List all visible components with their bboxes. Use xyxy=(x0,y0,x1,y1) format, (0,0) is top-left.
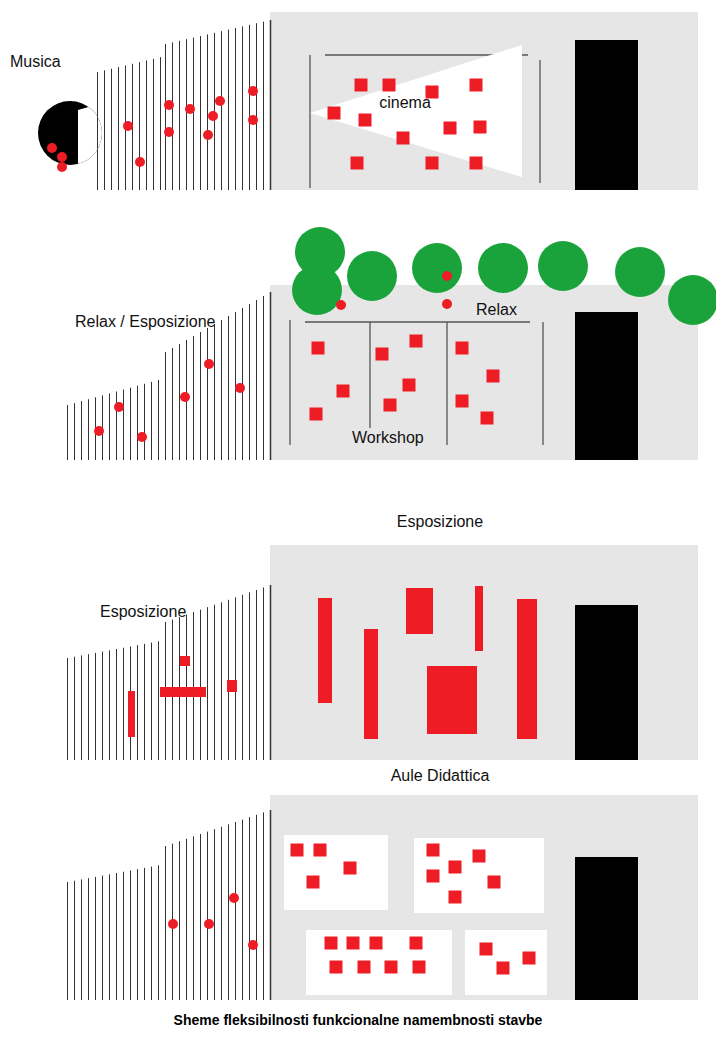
trees xyxy=(292,227,716,325)
service-core xyxy=(575,605,638,760)
service-core xyxy=(575,40,638,190)
function-label: Esposizione xyxy=(98,602,188,621)
function-label: cinema xyxy=(379,93,431,112)
function-label: Musica xyxy=(10,52,61,71)
ramp-lines xyxy=(68,292,271,460)
cinema-projection: cinema xyxy=(310,45,525,177)
panels xyxy=(68,12,699,1000)
building-floor xyxy=(270,12,698,190)
function-label: Aule Didattica xyxy=(389,766,492,785)
service-core xyxy=(575,312,638,460)
building-floor xyxy=(270,285,698,460)
function-label: Esposizione xyxy=(395,512,485,531)
figure-caption: Sheme fleksibilnosti funkcionalne namemb… xyxy=(172,1011,545,1030)
service-core xyxy=(575,857,638,1000)
function-label: Relax xyxy=(474,300,519,319)
classrooms xyxy=(284,835,547,995)
building-floor xyxy=(270,545,698,760)
ramp-lines xyxy=(68,810,271,1000)
music-stage: Musica xyxy=(8,50,112,175)
red-blocks xyxy=(128,335,537,975)
function-label: Relax / Esposizione xyxy=(73,312,218,331)
building-floor xyxy=(270,795,698,1000)
ramp-lines xyxy=(98,20,271,190)
ramp-lines xyxy=(68,585,271,760)
function-label: Workshop xyxy=(350,428,426,447)
